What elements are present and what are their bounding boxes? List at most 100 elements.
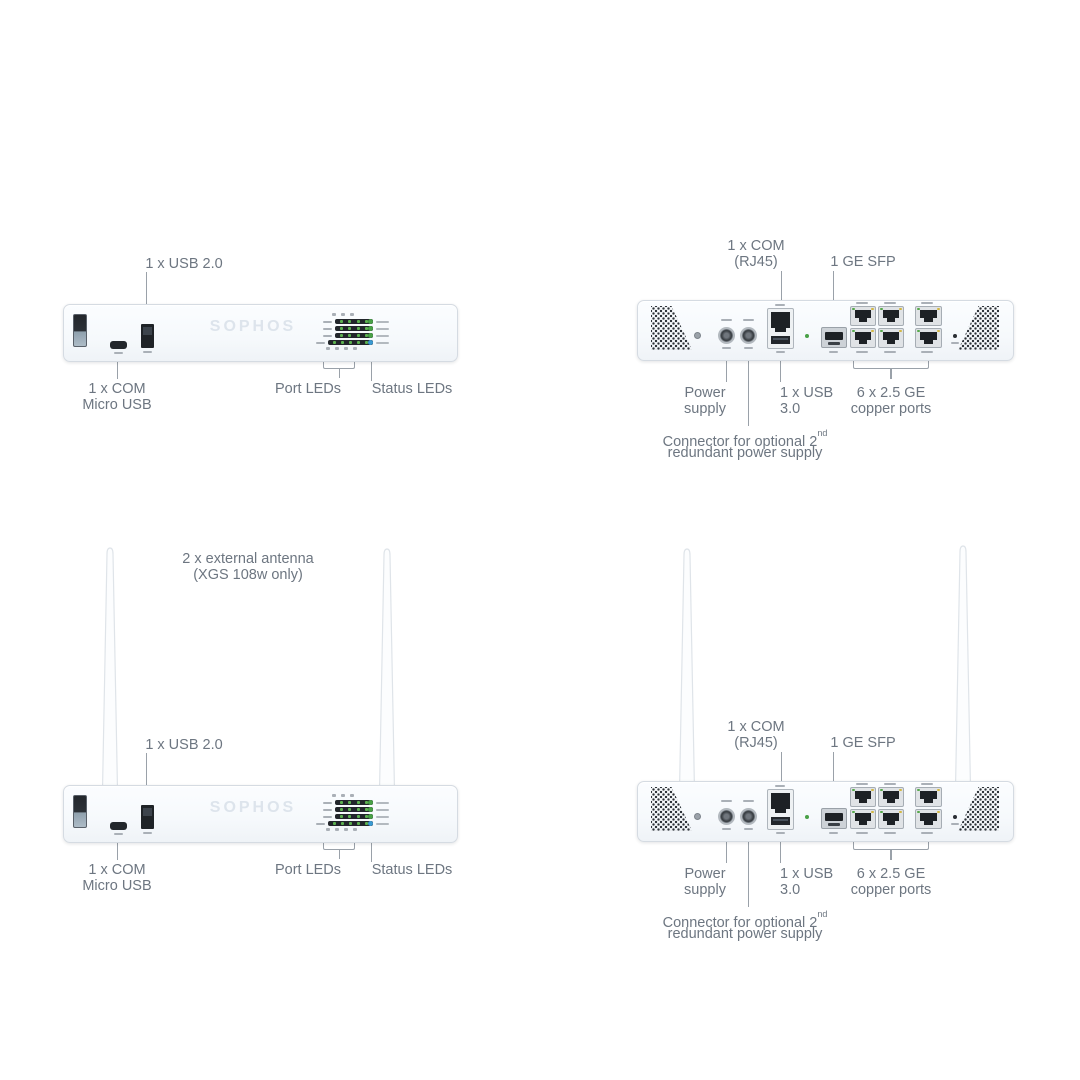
label-status-leds: Status LEDs — [371, 381, 453, 397]
sfp-port — [821, 327, 847, 348]
copper-port — [878, 809, 904, 829]
copper-ports-block — [850, 787, 904, 829]
copper-port — [915, 809, 942, 829]
status-leds — [368, 800, 389, 828]
copper-port — [850, 328, 876, 348]
callout-line — [116, 842, 118, 860]
status-led — [805, 815, 809, 819]
front-panel-wifi: SOPHOS — [63, 785, 458, 843]
rj45-com-port — [771, 312, 790, 332]
copper-ports-block — [915, 306, 942, 348]
callout-line — [145, 753, 147, 801]
power-connector-2 — [740, 327, 757, 344]
callout-bracket — [853, 361, 929, 369]
callout-line — [116, 361, 118, 379]
callout-line — [779, 842, 781, 863]
callout-line — [338, 369, 340, 378]
power-connector-1 — [718, 808, 735, 825]
rj45-com-port — [771, 793, 790, 813]
callout-line — [725, 842, 727, 863]
micro-usb-port — [110, 341, 127, 349]
label-com-micro-usb: 1 x COM — [88, 381, 146, 397]
label-com-micro-usb: Micro USB — [82, 878, 152, 894]
callout-bracket — [853, 842, 929, 850]
com-usb-module — [767, 789, 794, 830]
power-connector-2 — [740, 808, 757, 825]
antenna — [954, 545, 972, 789]
callout-line — [779, 361, 781, 382]
label-port-leds: Port LEDs — [274, 862, 342, 878]
callout-line — [890, 369, 892, 379]
callout-bracket — [323, 842, 355, 850]
vent-grille-left — [651, 787, 692, 831]
callout-line — [780, 752, 782, 781]
label-sfp: 1 GE SFP — [830, 254, 896, 270]
label-power-supply: Power — [684, 866, 726, 882]
callout-line — [370, 361, 372, 381]
label-redundant-psu: Connector for optional 2nd — [662, 428, 828, 450]
label-copper-ports: copper ports — [850, 401, 932, 417]
label-com-micro-usb: Micro USB — [82, 397, 152, 413]
usb3-port — [771, 336, 790, 344]
label-usb3: 1 x USB — [780, 385, 834, 401]
callout-bracket — [323, 361, 355, 369]
label-status-leds: Status LEDs — [371, 862, 453, 878]
callout-line — [338, 850, 340, 859]
callout-line — [370, 842, 372, 862]
callout-line — [832, 752, 834, 805]
power-connector-1 — [718, 327, 735, 344]
console-module — [73, 314, 87, 347]
label-power-supply: Power — [684, 385, 726, 401]
label-redundant-psu: redundant power supply — [667, 445, 823, 461]
antenna — [378, 548, 396, 792]
reset-pinhole — [953, 334, 957, 338]
callout-line — [145, 272, 147, 320]
vent-grille-right — [958, 306, 999, 350]
status-led — [805, 334, 809, 338]
copper-port — [915, 328, 942, 348]
ground-screw — [694, 332, 701, 339]
copper-port — [878, 328, 904, 348]
label-power-supply: supply — [684, 401, 726, 417]
label-usb3: 1 x USB — [780, 866, 834, 882]
usb3-port — [771, 817, 790, 825]
label-redundant-psu: redundant power supply — [667, 926, 823, 942]
label-com-rj45: (RJ45) — [734, 254, 778, 270]
usb2-port — [141, 324, 154, 348]
label-external-antenna: (XGS 108w only) — [193, 567, 303, 583]
label-copper-ports: 6 x 2.5 GE — [856, 866, 926, 882]
label-usb2: 1 x USB 2.0 — [145, 256, 223, 272]
vent-grille-left — [651, 306, 692, 350]
copper-port — [850, 787, 876, 807]
copper-port — [878, 306, 904, 326]
copper-ports-block — [850, 306, 904, 348]
callout-line — [725, 361, 727, 382]
label-power-supply: supply — [684, 882, 726, 898]
antenna — [101, 547, 119, 791]
copper-port — [878, 787, 904, 807]
callout-line — [747, 361, 749, 426]
callout-line — [832, 271, 834, 324]
label-copper-ports: copper ports — [850, 882, 932, 898]
callout-line — [780, 271, 782, 300]
rear-panel-wifi — [637, 781, 1014, 842]
vent-grille-right — [958, 787, 999, 831]
status-leds — [368, 319, 389, 347]
port-led-matrix — [316, 313, 373, 350]
copper-port — [850, 306, 876, 326]
reset-pinhole — [953, 815, 957, 819]
port-led-matrix — [316, 794, 373, 831]
sophos-logo: SOPHOS — [209, 799, 297, 816]
sfp-port — [821, 808, 847, 829]
label-copper-ports: 6 x 2.5 GE — [856, 385, 926, 401]
copper-port — [915, 787, 942, 807]
usb2-port — [141, 805, 154, 829]
copper-ports-block — [915, 787, 942, 829]
micro-usb-port — [110, 822, 127, 830]
label-sfp: 1 GE SFP — [830, 735, 896, 751]
label-com-micro-usb: 1 x COM — [88, 862, 146, 878]
copper-port — [915, 306, 942, 326]
callout-line — [890, 850, 892, 860]
com-usb-module — [767, 308, 794, 349]
